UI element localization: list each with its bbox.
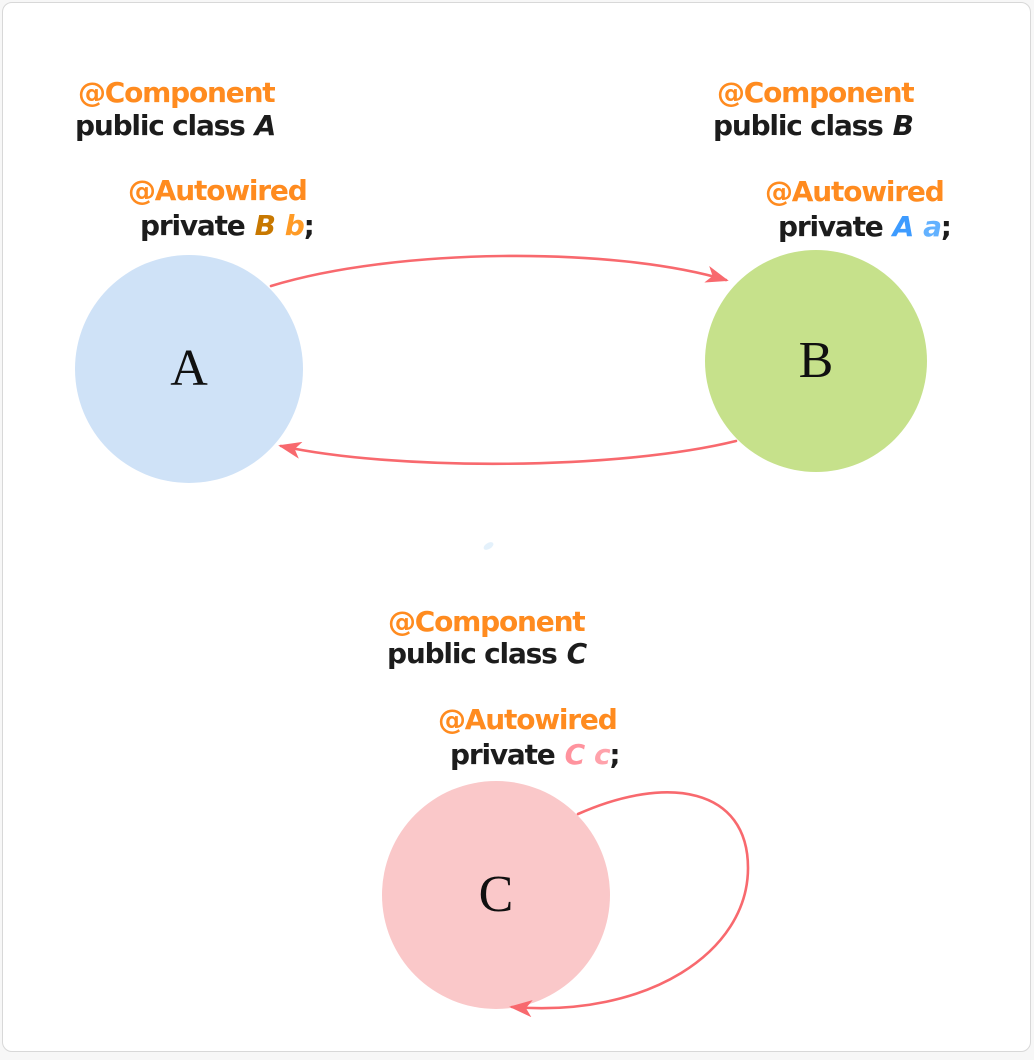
node-b-label: B [798,332,834,389]
field-variable-a: b [284,209,305,242]
node-a-circle: A [75,255,303,483]
class-name-a: A [254,109,277,142]
autowired-annotation-label-a: @Autowired [128,174,308,207]
component-annotation-label-b: @Component [717,76,915,109]
node-a-label: A [170,340,208,397]
field-variable-b: a [923,210,942,243]
field-type-c: C [564,738,586,771]
field-type-b: A [892,210,915,243]
node-c-label: C [478,866,514,923]
component-annotation-label-a: @Component [78,76,276,109]
autowired-annotation-label-c: @Autowired [438,703,618,736]
field-variable-c: c [593,738,611,771]
class-keyword-a: public class [75,109,246,142]
component-annotation-label-c: @Component [388,605,586,638]
field-terminator-a: ; [303,209,315,242]
class-name-c: C [566,637,588,670]
field-terminator-b: ; [940,210,952,243]
field-keyword-a: private [140,209,246,242]
class-keyword-b: public class [713,109,884,142]
class-keyword-c: public class [387,637,558,670]
field-keyword-b: private [778,210,884,243]
field-terminator-c: ; [609,738,620,771]
field-keyword-c: private [450,738,556,771]
node-c-circle: C [382,781,610,1009]
class-name-b: B [892,109,914,142]
node-b-circle: B [705,250,927,472]
field-type-a: B [254,209,276,242]
autowired-annotation-label-b: @Autowired [765,175,945,208]
